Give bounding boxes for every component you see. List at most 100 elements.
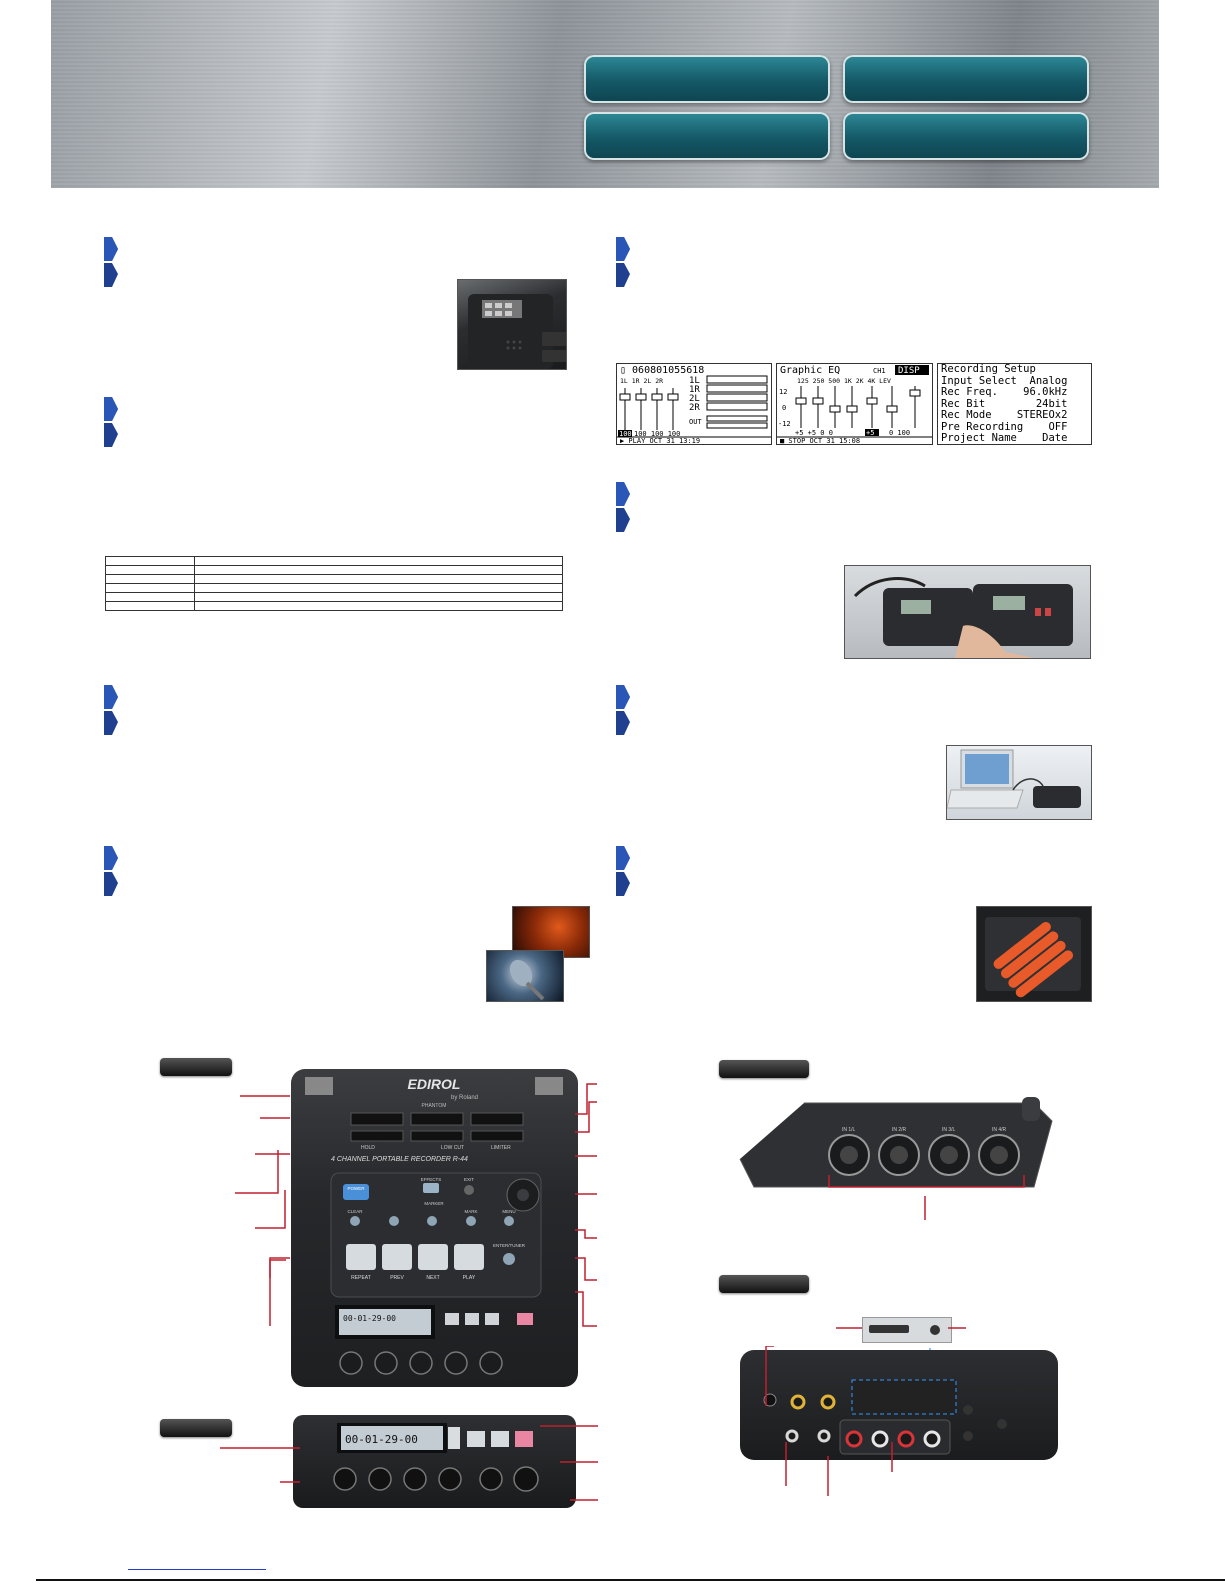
- svg-text:Graphic EQ: Graphic EQ: [780, 365, 840, 376]
- brand-logo: EDIROL: [408, 1076, 461, 1092]
- svg-text:LOW CUT: LOW CUT: [441, 1145, 464, 1151]
- table-row: [105, 556, 563, 566]
- section-chevron-icon: [616, 237, 630, 287]
- svg-text:1L: 1L: [689, 376, 700, 386]
- svg-text:IN 1/L: IN 1/L: [842, 1127, 856, 1133]
- svg-text:NEXT: NEXT: [426, 1275, 439, 1281]
- table-row: [105, 601, 563, 611]
- callout-side: [924, 1196, 926, 1220]
- nav-button-1[interactable]: [584, 55, 830, 103]
- lcd-meter-screen: ▯ 060801055618 1L 1R 2L 2R 1L 1R 2L 2R O…: [616, 363, 772, 445]
- section-chevron-icon: [616, 482, 630, 532]
- svg-text:100: 100: [619, 430, 632, 438]
- nav-button-3[interactable]: [584, 112, 830, 160]
- svg-text:REPEAT: REPEAT: [351, 1275, 371, 1281]
- table-cell: [105, 574, 195, 584]
- svg-text:PHANTOM: PHANTOM: [422, 1103, 447, 1109]
- dual-recorder-photo: [844, 565, 1091, 659]
- nav-button-2[interactable]: [843, 55, 1089, 103]
- section-chevron-icon: [104, 685, 118, 735]
- svg-text:CLEAR: CLEAR: [347, 1209, 363, 1214]
- svg-text:IN 4/R: IN 4/R: [992, 1127, 1007, 1133]
- callout-lines-front-left: [220, 1447, 300, 1483]
- svg-text:EFFECTS: EFFECTS: [421, 1177, 442, 1182]
- device-top-view: EDIROL by Roland PHANTOM HOLD LOW CUT LI…: [291, 1069, 578, 1387]
- table-cell: [105, 583, 195, 593]
- sd-slot-detail: [862, 1317, 952, 1343]
- lcd-row: Recording Setup: [941, 363, 1036, 375]
- svg-text:IN 2/R: IN 2/R: [892, 1127, 907, 1133]
- footer-link[interactable]: [128, 1569, 266, 1570]
- svg-text:ENTER/TUNER: ENTER/TUNER: [493, 1243, 526, 1248]
- lcd-row: Rec Mode STEREOx2: [941, 409, 1068, 421]
- section-chevron-icon: [104, 846, 118, 896]
- callout-lines-right: [575, 1083, 597, 1327]
- battery-compartment-photo: [976, 906, 1092, 1002]
- svg-text:PREV: PREV: [390, 1275, 404, 1281]
- table-cell: [105, 556, 195, 566]
- device-rear-view: [740, 1350, 1058, 1460]
- section-chevron-icon: [616, 846, 630, 896]
- svg-text:00-01-29-00: 00-01-29-00: [343, 1314, 396, 1323]
- table-cell: [194, 592, 563, 602]
- table-cell: [194, 574, 563, 584]
- svg-text:0: 0: [782, 404, 786, 412]
- callout-rear-bottom: [765, 1346, 893, 1496]
- lcd-recording-setup-screen: Recording Setup Input Select Analog Rec …: [937, 363, 1092, 445]
- spec-table: [105, 556, 563, 611]
- table-cell: [194, 601, 563, 611]
- table-row: [105, 592, 563, 602]
- nav-button-4[interactable]: [843, 112, 1089, 160]
- lcd-row: Project Name Date: [941, 432, 1068, 444]
- lcd-row: Pre Recording OFF: [941, 420, 1068, 433]
- table-cell: [105, 565, 195, 575]
- callout-lines-front-right: [540, 1425, 598, 1501]
- view-label-rear: [719, 1275, 809, 1293]
- svg-text:MARKER: MARKER: [424, 1201, 444, 1206]
- device-corner-photo: [457, 279, 567, 370]
- device-front-view: 00-01-29-00: [293, 1415, 576, 1508]
- svg-text:HOLD: HOLD: [361, 1145, 375, 1151]
- svg-text:MARK: MARK: [464, 1209, 477, 1214]
- table-cell: [105, 601, 195, 611]
- svg-text:-12: -12: [778, 420, 791, 428]
- lcd-row: Rec Freq. 96.0kHz: [941, 386, 1068, 398]
- svg-text:100 100 100: 100 100 100: [634, 430, 680, 438]
- device-side-view: IN 1/L IN 2/R IN 3/L IN 4/R: [734, 1097, 1054, 1197]
- view-label-side: [719, 1060, 809, 1078]
- svg-text:1L 1R 2L 2R: 1L 1R 2L 2R: [620, 377, 663, 385]
- svg-text:■ STOP OCT 31 15:08: ■ STOP OCT 31 15:08: [780, 437, 860, 444]
- microphone-photo: [486, 950, 564, 1002]
- svg-text:by Roland: by Roland: [451, 1095, 478, 1101]
- svg-text:+5: +5: [866, 429, 874, 437]
- svg-text:2L: 2L: [689, 394, 700, 404]
- svg-text:00-01-29-00: 00-01-29-00: [345, 1433, 418, 1446]
- svg-text:2R: 2R: [689, 403, 700, 413]
- table-row: [105, 565, 563, 575]
- lcd-meter-title: ▯ 060801055618: [620, 365, 704, 376]
- svg-text:POWER: POWER: [347, 1186, 365, 1191]
- svg-text:1R: 1R: [689, 385, 700, 395]
- svg-text:125 250 500 1K 2K 4K LEV: 125 250 500 1K 2K 4K LEV: [797, 377, 891, 385]
- section-chevron-icon: [616, 685, 630, 735]
- svg-text:IN 3/L: IN 3/L: [942, 1127, 956, 1133]
- table-cell: [105, 592, 195, 602]
- lcd-row: Input Select Analog: [941, 374, 1068, 387]
- callout-lines-left: [235, 1095, 290, 1326]
- svg-text:EXIT: EXIT: [464, 1177, 474, 1182]
- svg-text:4 CHANNEL PORTABLE RECORDER R-: 4 CHANNEL PORTABLE RECORDER R-44: [331, 1156, 468, 1163]
- section-chevron-icon: [104, 237, 118, 287]
- svg-text:+5 +5 0 0: +5 +5 0 0: [795, 429, 833, 437]
- table-row: [105, 574, 563, 584]
- svg-text:CH1: CH1: [873, 367, 886, 375]
- svg-text:0 100: 0 100: [889, 429, 910, 437]
- svg-text:12: 12: [779, 388, 787, 396]
- svg-text:▶ PLAY OCT 31 13:19: ▶ PLAY OCT 31 13:19: [620, 437, 700, 444]
- footer-rule: [36, 1579, 1225, 1581]
- svg-text:PLAY: PLAY: [463, 1275, 476, 1281]
- laptop-photo: [946, 745, 1092, 820]
- view-label-top: [160, 1058, 232, 1076]
- svg-text:OUT: OUT: [689, 418, 702, 426]
- table-row: [105, 583, 563, 593]
- table-cell: [194, 556, 563, 566]
